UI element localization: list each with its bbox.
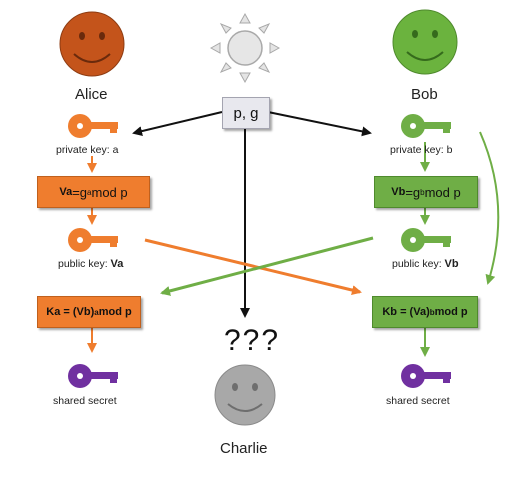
unknown-secret-marks: ??? <box>224 324 281 357</box>
alice-face-icon <box>59 11 125 77</box>
alice-shared-suffix: mod p <box>98 306 132 318</box>
bob-formula-var: Vb <box>391 186 406 198</box>
bob-public-to-alice-arrow <box>160 236 374 296</box>
alice-shared-exp: a <box>94 307 99 317</box>
public-parameters-text: p, g <box>233 104 259 122</box>
alice-public-to-bob-arrow <box>144 238 362 295</box>
bob-private-key-icon <box>401 114 451 138</box>
bob-shared-exp: b <box>429 307 435 317</box>
charlie-face-icon <box>214 364 276 426</box>
bob-shared-key-icon <box>401 364 451 388</box>
pg-to-alice-arrow <box>132 111 223 137</box>
bob-public-key-var: Vb <box>444 258 459 270</box>
bob-shared-prefix: Kb = (Va) <box>382 306 430 318</box>
alice-public-key-label: public key: Va <box>58 258 123 270</box>
bob-formula-base: =g <box>405 184 421 200</box>
bob-formula-exp: b <box>420 187 425 197</box>
bob-name: Bob <box>411 86 438 103</box>
alice-public-key-var: Va <box>110 258 124 270</box>
alice-formula-mod: mod p <box>91 184 128 200</box>
public-parameters-box: p, g <box>222 97 270 129</box>
alice-public-key-icon <box>68 228 118 252</box>
charlie-name: Charlie <box>220 440 268 457</box>
bob-public-key-label: public key: Vb <box>392 258 459 270</box>
alice-formula-exp: a <box>87 187 92 197</box>
bob-shared-suffix: mod p <box>434 306 468 318</box>
bob-curved-arrow <box>479 131 500 285</box>
sun-icon <box>209 12 281 84</box>
bob-shared-secret-label: shared secret <box>386 395 450 407</box>
bob-formula-mod: mod p <box>424 184 461 200</box>
alice-shared-prefix: Ka = (Vb) <box>46 306 95 318</box>
alice-formula-base: =g <box>72 184 88 200</box>
alice-shared-key-icon <box>68 364 118 388</box>
bob-face-icon <box>392 9 458 75</box>
alice-private-key-label: private key: a <box>56 144 119 156</box>
alice-name: Alice <box>75 86 108 103</box>
alice-shared-secret-label: shared secret <box>53 395 117 407</box>
bob-public-key-icon <box>401 228 451 252</box>
alice-private-key-icon <box>68 114 118 138</box>
alice-formula-var: Va <box>59 186 73 198</box>
pg-to-bob-arrow <box>267 111 372 137</box>
bob-public-key-text: public key: <box>392 258 445 270</box>
alice-public-key-text: public key: <box>58 258 111 270</box>
bob-private-key-label: private key: b <box>390 144 453 156</box>
